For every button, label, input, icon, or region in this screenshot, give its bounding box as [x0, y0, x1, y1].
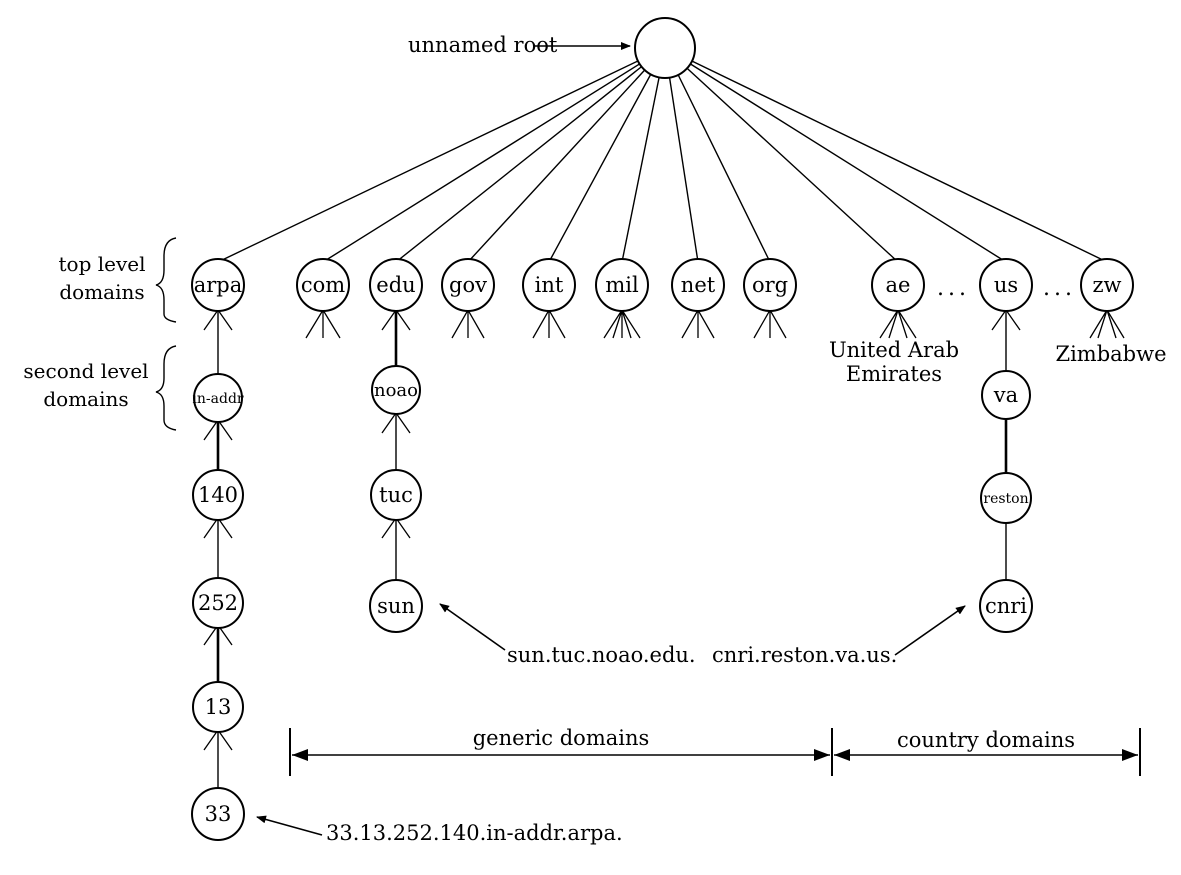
node-cnri: cnri	[979, 579, 1033, 633]
svg-text:tuc: tuc	[379, 483, 413, 507]
in-addr-arrow	[256, 815, 323, 836]
svg-text:noao: noao	[374, 380, 418, 401]
country-domains-label: country domains	[897, 728, 1075, 752]
node-gov: gov	[441, 258, 495, 312]
svg-text:140: 140	[198, 483, 238, 507]
ellipsis-us-zw: ...	[1043, 276, 1076, 301]
generic-domains-range: generic domains	[289, 726, 833, 776]
svg-text:sun: sun	[377, 594, 415, 618]
node-net: net	[671, 258, 725, 312]
node-arpa: arpa	[191, 258, 245, 312]
node-tuc: tuc	[370, 469, 422, 521]
root-caption: unnamed root	[408, 33, 558, 57]
svg-text:arpa: arpa	[194, 273, 243, 297]
second-level-label-line2: domains	[43, 387, 128, 411]
top-level-label-line1: top level	[58, 252, 145, 276]
svg-text:in-addr: in-addr	[192, 391, 243, 407]
node-int: int	[522, 258, 576, 312]
sun-fqdn-caption: sun.tuc.noao.edu.	[507, 643, 696, 667]
second-level-label-line1: second level	[23, 359, 148, 383]
top-level-brace	[155, 237, 177, 323]
node-mil: mil	[595, 258, 649, 312]
country-domains-range: country domains	[834, 728, 1141, 776]
node-reston: reston	[980, 472, 1032, 524]
ae-name-line1: United Arab	[829, 338, 959, 362]
root-edges	[217, 47, 1108, 263]
svg-text:gov: gov	[449, 273, 487, 297]
in-addr-fqdn-caption: 33.13.252.140.in-addr.arpa.	[326, 821, 623, 845]
sun-arrow	[439, 603, 506, 651]
svg-text:13: 13	[205, 695, 232, 719]
svg-text:ae: ae	[886, 273, 911, 297]
top-level-nodes: arpa com edu gov int mil net org	[191, 258, 1134, 312]
node-org: org	[743, 258, 797, 312]
node-in-addr: in-addr	[192, 373, 244, 423]
svg-text:va: va	[993, 383, 1018, 407]
top-level-label-line2: domains	[59, 280, 144, 304]
node-edu: edu	[369, 258, 423, 312]
ellipsis-ae-us: ...	[937, 276, 970, 301]
svg-text:net: net	[681, 273, 716, 297]
svg-text:252: 252	[198, 591, 238, 615]
cnri-fqdn-caption: cnri.reston.va.us.	[712, 643, 897, 667]
second-level-brace	[155, 345, 177, 431]
node-sun: sun	[369, 579, 423, 633]
svg-text:mil: mil	[605, 273, 639, 297]
node-252: 252	[192, 577, 244, 629]
node-noao: noao	[371, 365, 421, 415]
svg-text:zw: zw	[1092, 273, 1121, 297]
chain-edges	[216, 310, 1008, 790]
node-13: 13	[192, 681, 244, 733]
node-va: va	[981, 370, 1031, 420]
svg-text:us: us	[994, 273, 1018, 297]
generic-domains-label: generic domains	[473, 726, 650, 750]
cnri-arrow	[894, 605, 966, 656]
svg-text:edu: edu	[376, 273, 415, 297]
root-node	[634, 17, 696, 79]
zw-name: Zimbabwe	[1055, 342, 1166, 366]
svg-text:reston: reston	[983, 491, 1028, 507]
node-com: com	[296, 258, 350, 312]
node-us: us	[979, 258, 1033, 312]
ae-name-line2: Emirates	[846, 362, 942, 386]
svg-text:cnri: cnri	[985, 594, 1027, 618]
svg-text:33: 33	[205, 802, 232, 826]
node-140: 140	[192, 469, 244, 521]
svg-text:org: org	[752, 273, 788, 297]
subtree-fans	[203, 307, 1125, 751]
svg-text:com: com	[301, 273, 345, 297]
node-ae: ae	[871, 258, 925, 312]
svg-text:int: int	[535, 273, 564, 297]
node-33: 33	[191, 787, 245, 841]
node-zw: zw	[1080, 258, 1134, 312]
